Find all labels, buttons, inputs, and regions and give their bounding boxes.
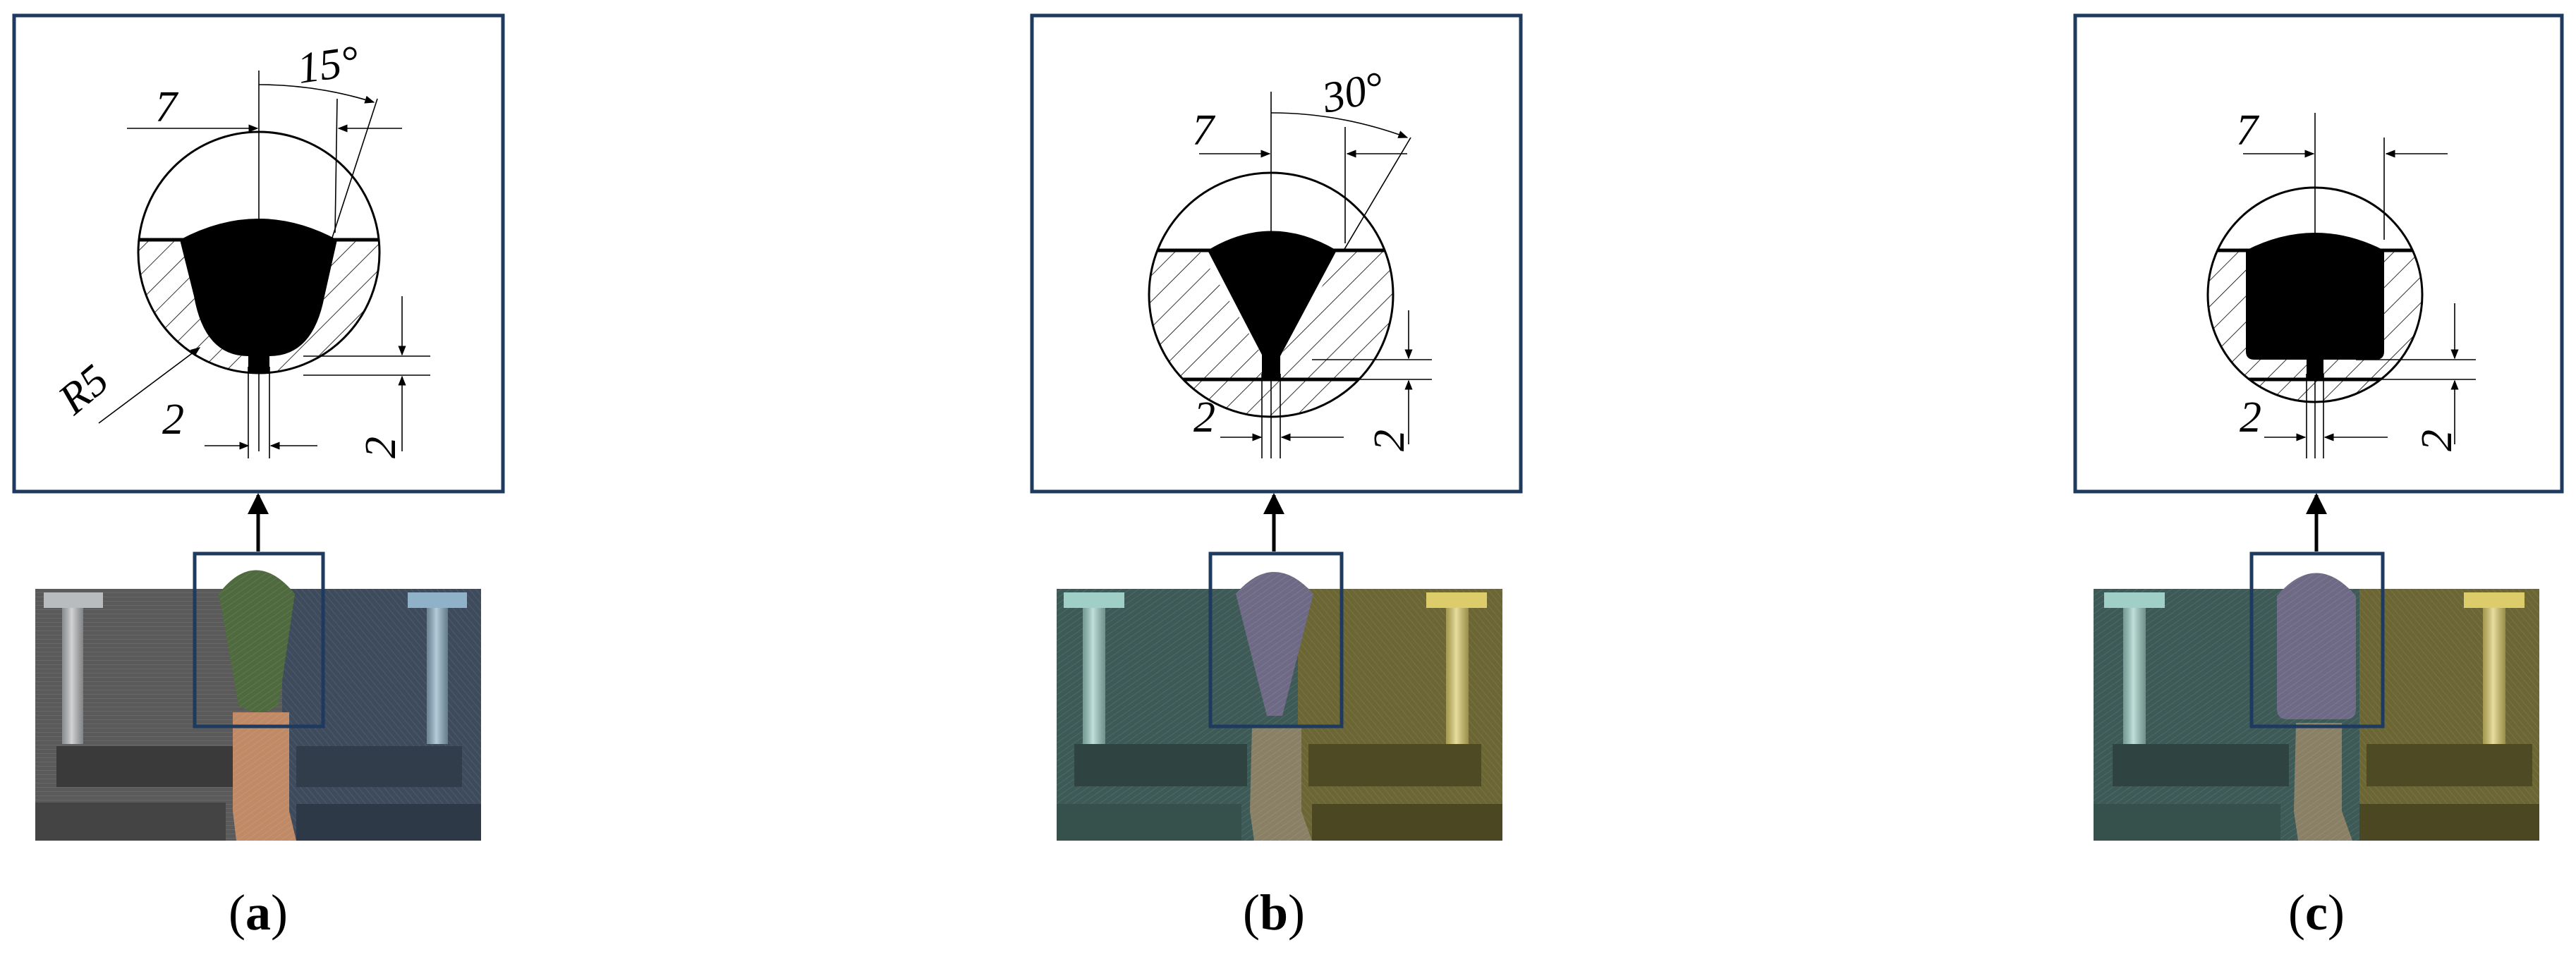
dim-angle-a: 15° [294, 37, 361, 92]
dim-gap-c: 2 [2240, 394, 2261, 441]
dim-gap-a: 2 [162, 396, 184, 444]
caption-a: (a) [229, 884, 288, 941]
caption-b: (b) [1243, 884, 1305, 941]
panel-b: 7 30° 2 2 (b) [1030, 13, 1523, 941]
dim-width-a: 7 [155, 83, 179, 131]
dim-width-c: 7 [2236, 106, 2260, 154]
cross-section-b [1057, 551, 1502, 841]
panel-c: 7 2 2 (c) [2073, 13, 2564, 941]
cross-section-c [2094, 551, 2539, 841]
dim-gap-b: 2 [1193, 394, 1215, 441]
panel-a: 7 15° R5 2 2 [12, 13, 505, 941]
dim-depth-a: 2 [357, 437, 405, 458]
dim-width-b: 7 [1192, 106, 1216, 154]
cross-section-a [35, 551, 481, 841]
dim-depth-c: 2 [2413, 429, 2461, 451]
dim-depth-b: 2 [1366, 429, 1414, 451]
zoom-box-c [2249, 551, 2385, 729]
zoom-box-b [1208, 551, 1344, 729]
zoom-box-a [193, 551, 325, 729]
caption-c: (c) [2288, 884, 2345, 941]
weld-bead-b [1208, 231, 1337, 356]
groove-detail-c: 7 2 2 [2206, 106, 2476, 458]
